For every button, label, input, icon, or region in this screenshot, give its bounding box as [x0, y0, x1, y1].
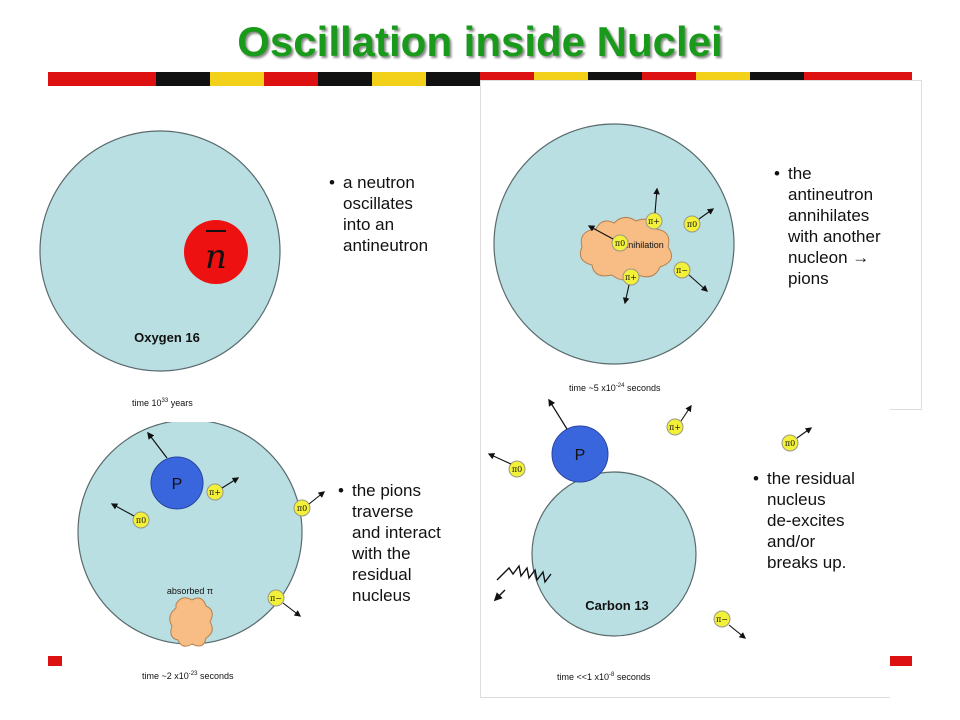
absorbed-pion-cloud — [169, 597, 213, 647]
svg-text:π−: π− — [676, 266, 688, 275]
svg-text:π+: π+ — [209, 488, 221, 497]
slide-title: Oscillation inside Nuclei — [237, 18, 723, 65]
proton-particle — [551, 425, 609, 483]
oxygen-nucleus — [39, 130, 281, 372]
svg-text:π+: π+ — [669, 423, 681, 432]
pion-plus — [206, 483, 224, 501]
proton-particle — [150, 456, 204, 510]
panel1-caption: time 1033 years — [132, 398, 193, 408]
panel4-diagram: P π0 π+ π0 π− Carbon 13 time <<1 x10-8 s… — [487, 398, 813, 682]
panel3-caption: time ~2 x10-23 seconds — [142, 671, 234, 681]
neutron-symbol: n — [205, 237, 227, 277]
panel1-diagram: n Oxygen 16 time 1033 years — [39, 130, 281, 408]
svg-text:π0: π0 — [615, 239, 625, 248]
panel2-diagram: annihilation π+ π0 π0 π+ π− time ~5 x10-… — [493, 123, 735, 393]
svg-text:π+: π+ — [625, 273, 637, 282]
annihilation-label: annihilation — [618, 240, 664, 250]
panel4-caption: time <<1 x10-8 seconds — [557, 672, 651, 682]
svg-text:π0: π0 — [785, 439, 795, 448]
panel3-diagram: P π+ π0 π0 π− absorbed π time ~2 x10-23 … — [77, 422, 326, 681]
proton-label: P — [575, 447, 586, 464]
carbon13-nucleus — [531, 471, 697, 637]
proton-label: P — [172, 476, 183, 493]
antineutron-particle — [184, 220, 248, 284]
gamma-wave — [496, 564, 552, 584]
pion-zero — [132, 511, 150, 529]
svg-text:π+: π+ — [648, 217, 660, 226]
svg-text:π0: π0 — [512, 465, 522, 474]
svg-text:π0: π0 — [687, 220, 697, 229]
svg-text:π0: π0 — [297, 504, 307, 513]
panel2-caption: time ~5 x10-24 seconds — [569, 383, 661, 393]
pion-zero-2 — [293, 499, 311, 517]
panel-carbon13: P π0 π+ π0 π− Carbon 13 time <<1 x10-8 s… — [480, 394, 890, 698]
svg-text:π−: π− — [716, 615, 728, 624]
svg-text:π−: π− — [270, 594, 282, 603]
oxygen16-label: Oxygen 16 — [134, 330, 200, 345]
svg-text:π0: π0 — [136, 516, 146, 525]
panel-annihilation: annihilation π+ π0 π0 π+ π− time ~5 x10-… — [480, 80, 922, 410]
absorbed-pion-label: absorbed π — [167, 586, 213, 596]
carbon13-label: Carbon 13 — [585, 598, 649, 613]
panel-pion-absorption: P π+ π0 π0 π− absorbed π time ~2 x10-23 … — [62, 422, 480, 696]
pion-minus — [267, 589, 285, 607]
